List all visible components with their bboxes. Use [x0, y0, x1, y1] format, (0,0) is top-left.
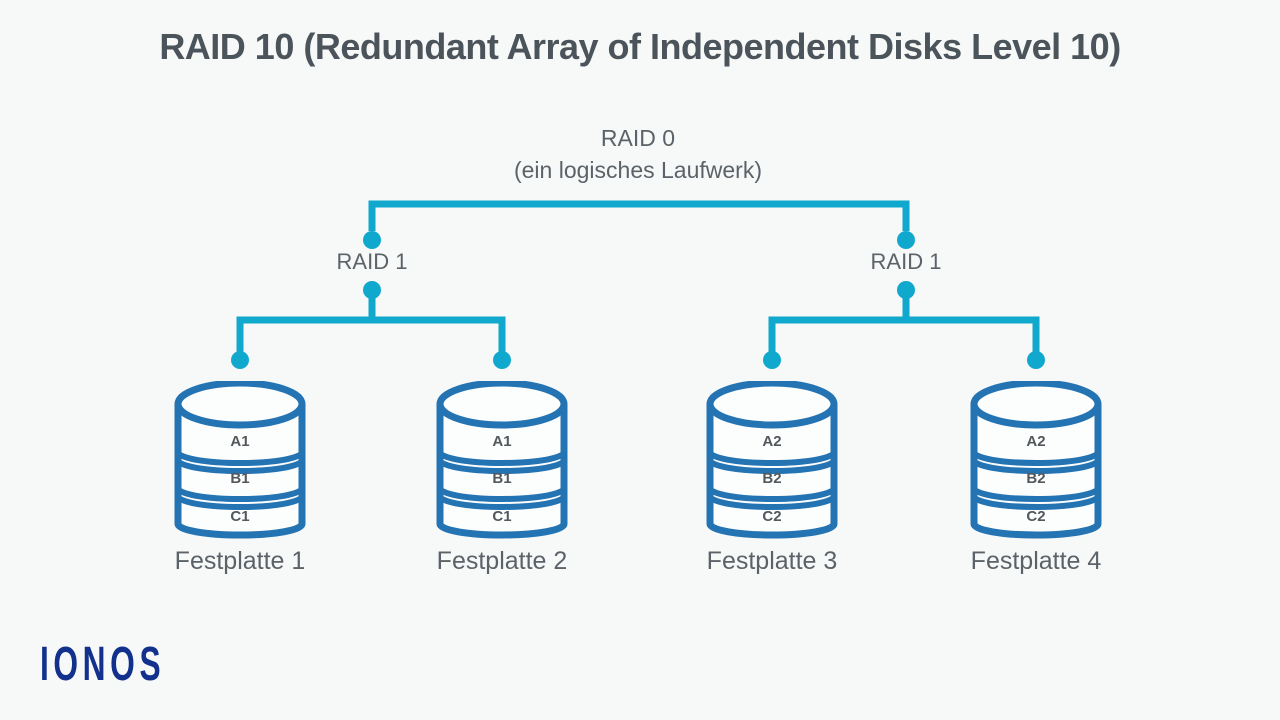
disk-block-label: A2 — [762, 433, 782, 450]
ionos-logo: IONOS — [40, 638, 166, 691]
left-bracket-line — [236, 316, 506, 353]
disk-unit-2: A1 B1 C1 Festplatte 2 — [432, 381, 572, 575]
raid0-sublabel: (ein logisches Laufwerk) — [513, 157, 762, 183]
node-dot — [493, 351, 511, 369]
disk-block-label: C2 — [762, 508, 782, 525]
disk-unit-3: A2 B2 C2 Festplatte 3 — [702, 381, 842, 575]
raid1-right-label: RAID 1 — [870, 249, 942, 274]
node-dot — [897, 281, 915, 299]
node-dot — [363, 231, 381, 249]
disk-block-label: B2 — [762, 470, 782, 487]
disk-caption: Festplatte 1 — [174, 547, 306, 575]
raid1-left-label: RAID 1 — [336, 249, 408, 274]
node-dot — [363, 281, 381, 299]
node-dot — [897, 231, 915, 249]
disk-block-label: C2 — [1026, 508, 1046, 525]
disk-block-label: C1 — [492, 508, 512, 525]
raid0-label: RAID 0 — [600, 125, 676, 151]
disk-block-label: B2 — [1026, 470, 1046, 487]
disk-block-label: A1 — [492, 433, 512, 450]
right-bracket-line — [768, 316, 1040, 353]
root-bracket-line — [368, 200, 910, 231]
disk-caption: Festplatte 2 — [436, 547, 568, 575]
raid0-node-label: RAID 0 (ein logisches Laufwerk) — [437, 122, 839, 186]
disk-block-label: A2 — [1026, 433, 1046, 450]
page-title: RAID 10 (Redundant Array of Independent … — [159, 26, 1121, 67]
node-dot — [1027, 351, 1045, 369]
node-dot — [763, 351, 781, 369]
disk-block-label: B1 — [230, 470, 250, 487]
disk-caption: Festplatte 4 — [970, 547, 1102, 575]
disk-block-label: B1 — [492, 470, 512, 487]
disk-block-label: A1 — [230, 433, 250, 450]
disk-block-label: C1 — [230, 508, 250, 525]
disk-unit-1: A1 B1 C1 Festplatte 1 — [170, 381, 310, 575]
disk-caption: Festplatte 3 — [706, 547, 838, 575]
disk-unit-4: A2 B2 C2 Festplatte 4 — [966, 381, 1106, 575]
node-dot — [231, 351, 249, 369]
